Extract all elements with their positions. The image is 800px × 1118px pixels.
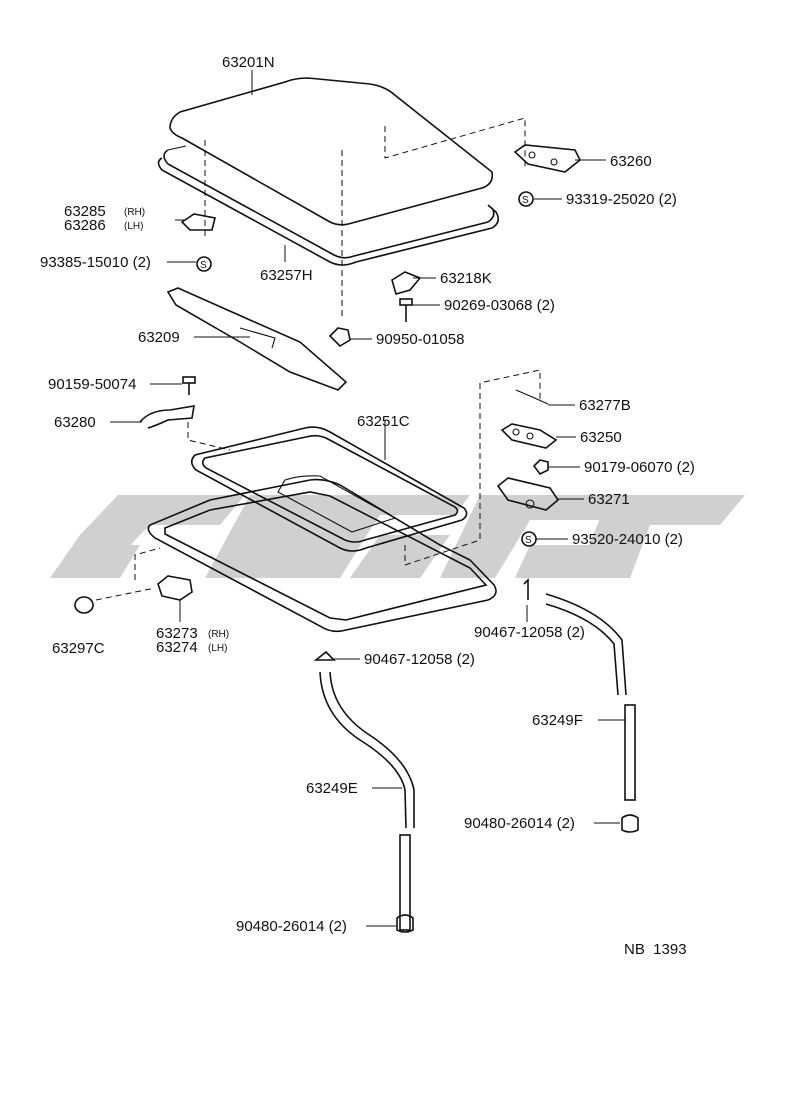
bracket-63218K[interactable] — [391, 271, 422, 295]
nut-90179-icon[interactable] — [532, 459, 549, 476]
label-63271: 63271 — [588, 491, 630, 508]
label-90179: 90179-06070 (2) — [584, 459, 695, 476]
label-63251C: 63251C — [357, 413, 410, 430]
label-63260: 63260 — [610, 153, 652, 170]
label-63249F: 63249F — [532, 712, 583, 729]
leader-lines — [110, 70, 626, 927]
clip-90467-left-icon[interactable] — [313, 650, 336, 661]
label-90480-right: 90480-26014 (2) — [464, 815, 575, 832]
screw-93520-icon[interactable]: S — [521, 531, 537, 547]
nut-90950-icon[interactable] — [328, 327, 351, 348]
hinge-63273[interactable] — [157, 575, 193, 601]
label-63218K: 63218K — [440, 270, 492, 287]
screw-90159-icon[interactable] — [182, 376, 196, 395]
guide-63285[interactable] — [180, 213, 216, 231]
screw-90269-icon[interactable] — [399, 298, 413, 322]
label-90467-left: 90467-12058 (2) — [364, 651, 475, 668]
label-63286: 63286 — [64, 217, 106, 234]
label-63273: 63273 — [156, 625, 198, 642]
label-63286-lh: (LH) — [124, 221, 143, 232]
label-90950: 90950-01058 — [376, 331, 464, 348]
label-63297C: 63297C — [52, 640, 105, 657]
housing-frame[interactable] — [95, 380, 497, 633]
gear-63250[interactable] — [500, 423, 558, 449]
reference-code: NB 1393 — [624, 941, 687, 958]
svg-text:S: S — [522, 195, 529, 206]
label-90269: 90269-03068 (2) — [444, 297, 555, 314]
svg-text:S: S — [200, 260, 207, 271]
hose-63249F[interactable] — [545, 593, 636, 801]
label-90467-right: 90467-12058 (2) — [474, 624, 585, 641]
svg-text:S: S — [525, 535, 532, 546]
lever-63280[interactable] — [139, 405, 231, 451]
grommet-right-icon[interactable] — [621, 814, 639, 833]
label-63249E: 63249E — [306, 780, 358, 797]
label-63274-lh: (LH) — [208, 643, 227, 654]
screw-93319-icon[interactable]: S — [518, 191, 534, 207]
label-63280: 63280 — [54, 414, 96, 431]
label-63285: 63285 — [64, 203, 106, 220]
weatherstrip-63257H[interactable] — [157, 145, 500, 266]
label-63274: 63274 — [156, 639, 198, 656]
label-63250: 63250 — [580, 429, 622, 446]
label-63285-rh: (RH) — [124, 207, 145, 218]
glass-panel-63201N[interactable] — [169, 77, 526, 320]
screw-93385-icon[interactable]: S — [196, 256, 212, 272]
label-63273-rh: (RH) — [208, 629, 229, 640]
bracket-63260[interactable] — [513, 144, 582, 173]
hose-63249E[interactable] — [319, 671, 415, 931]
label-93319: 93319-25020 (2) — [566, 191, 677, 208]
knob-63297C[interactable] — [74, 596, 94, 614]
clip-90467-right-icon[interactable] — [523, 578, 529, 600]
label-90159: 90159-50074 — [48, 376, 136, 393]
housing-63271[interactable] — [496, 477, 560, 511]
link-63277B[interactable] — [483, 369, 549, 405]
label-93385: 93385-15010 (2) — [40, 254, 151, 271]
frame-63251C[interactable] — [190, 426, 468, 552]
grommet-left-icon[interactable] — [396, 914, 414, 933]
label-63209: 63209 — [138, 329, 180, 346]
label-63257H: 63257H — [260, 267, 313, 284]
label-90480-left: 90480-26014 (2) — [236, 918, 347, 935]
label-63201N: 63201N — [222, 54, 275, 71]
label-63277B: 63277B — [579, 397, 631, 414]
label-93520: 93520-24010 (2) — [572, 531, 683, 548]
deflector-63209[interactable] — [166, 287, 348, 391]
